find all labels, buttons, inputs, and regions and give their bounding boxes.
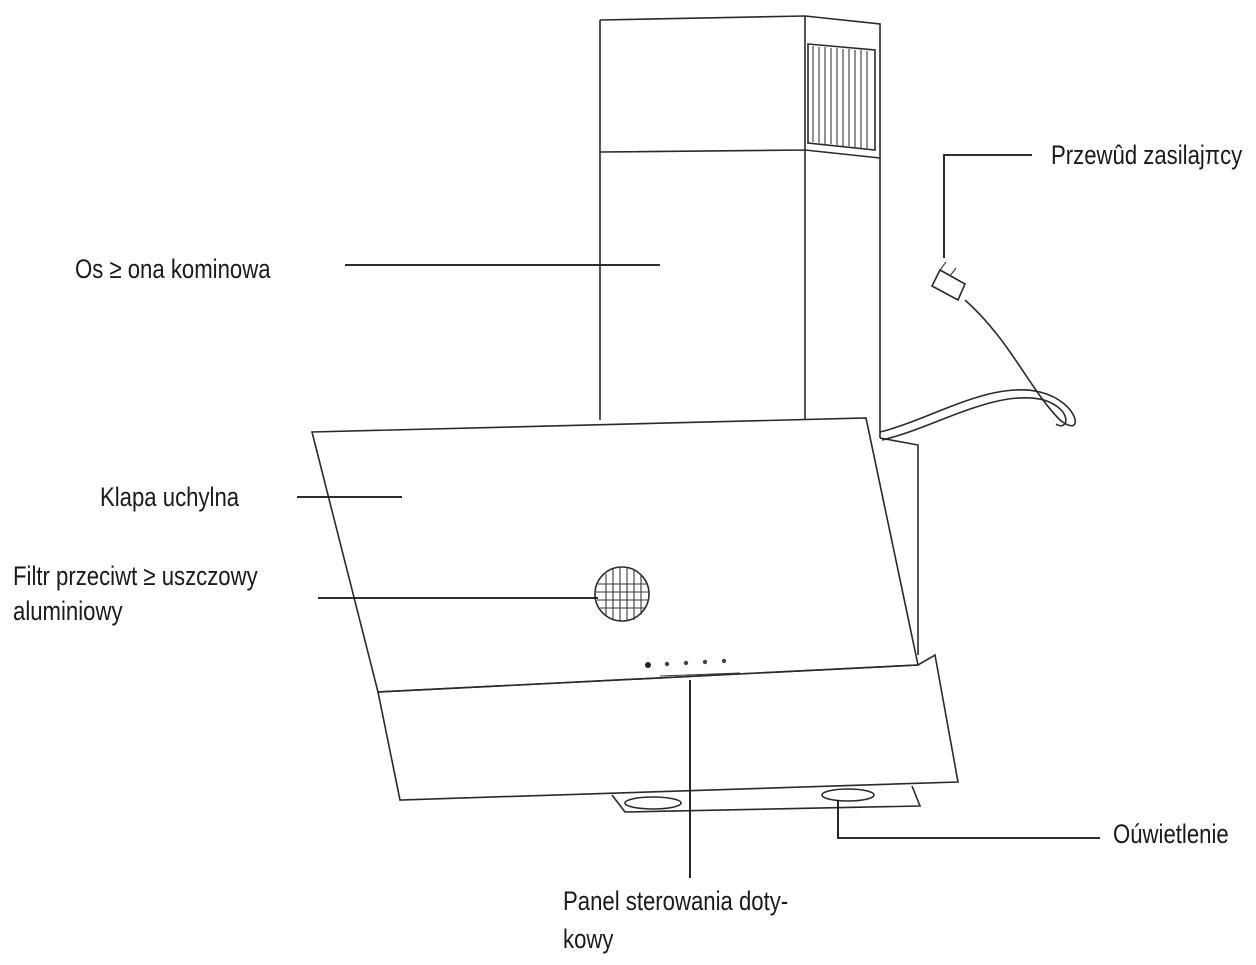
power-cord [879,261,1076,441]
hood-underside [611,785,922,813]
filter-symbol [594,566,650,622]
leader-lines [297,154,1100,878]
leader-power-cord [943,154,1032,258]
label-lighting: Oúwietlenie [1113,819,1229,849]
control-buttons [645,658,741,677]
label-power-cord: Przewûd zasilajπcy [1051,140,1243,170]
label-panel-line2: kowy [563,924,614,954]
label-filter-line1: Filtr przeciwt ≥ uszczowy [13,561,258,591]
lower-panel [377,653,959,801]
tilting-flap [310,417,919,693]
lamp-left [624,796,682,810]
label-flap: Klapa uchylna [100,482,240,512]
chimney-cover [599,15,881,438]
label-filter-line2: aluminiowy [13,596,123,626]
lamp-right [821,788,875,802]
label-chimney: Os ≥ ona kominowa [75,254,271,284]
leader-lighting [837,800,1100,839]
vent-grille [807,43,876,151]
hood-body [879,437,919,655]
label-panel-line1: Panel sterowania doty- [563,886,789,916]
